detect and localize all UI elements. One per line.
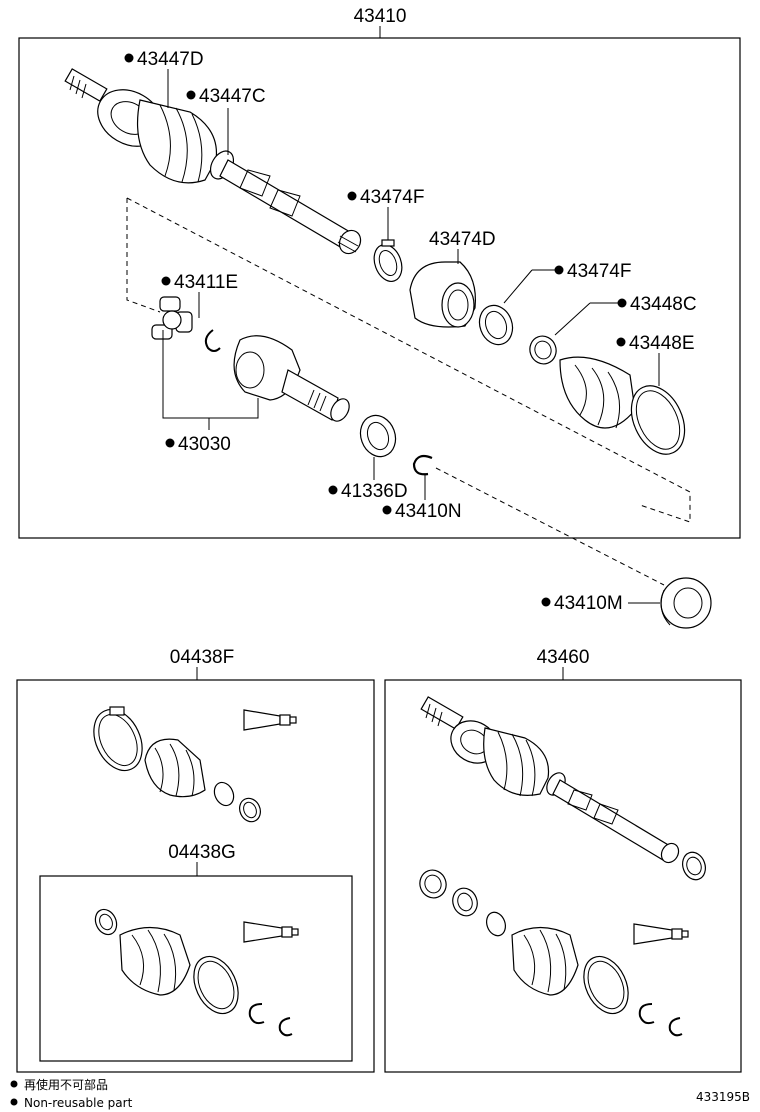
label-43474F-1: 43474F xyxy=(360,187,424,208)
clamp-43448C xyxy=(529,335,557,365)
legend: 再使用不可部品 Non-reusable part xyxy=(10,1077,133,1110)
snap-ring xyxy=(412,454,433,476)
label-41336D: 41336D xyxy=(341,481,408,502)
assembly-clamp-2 xyxy=(452,887,478,917)
inner-boot xyxy=(559,356,636,429)
kit-f-boot xyxy=(144,738,206,798)
label-43474F-2: 43474F xyxy=(567,261,631,282)
tripod-snap-ring xyxy=(204,329,221,352)
legend-english: Non-reusable part xyxy=(24,1096,133,1110)
label-04438F: 04438F xyxy=(170,647,234,668)
label-43447D: 43447D xyxy=(137,49,204,70)
assembly-large-clamp xyxy=(583,955,629,1015)
label-43448E: 43448E xyxy=(629,333,695,354)
boot-kit-f-frame xyxy=(16,679,375,1073)
kit-f-grease-tube xyxy=(243,709,281,731)
diagram-code: 433195B xyxy=(696,1090,750,1104)
label-43411E: 43411E xyxy=(174,272,238,293)
kit-f-small-clamp-2 xyxy=(239,797,261,823)
tripod xyxy=(151,296,193,340)
assembly-clamp-1 xyxy=(419,869,447,899)
label-43410: 43410 xyxy=(354,6,407,27)
assembly-clamp-3 xyxy=(485,911,507,937)
shaft-bar xyxy=(219,159,351,249)
legend-japanese: 再使用不可部品 xyxy=(24,1077,108,1092)
assembly-clamp-end xyxy=(682,851,706,881)
damper xyxy=(409,261,477,328)
label-43030: 43030 xyxy=(178,434,231,455)
kit-g-large-clamp xyxy=(193,955,239,1015)
label-04438G: 04438G xyxy=(168,842,236,863)
label-43460: 43460 xyxy=(537,647,590,668)
outer-joint-assembly-parts xyxy=(419,696,706,1037)
label-43410M: 43410M xyxy=(554,593,623,614)
label-43448C: 43448C xyxy=(630,294,697,315)
kit-g-grease-tube xyxy=(243,921,283,943)
clamp-43474F-2 xyxy=(478,304,514,346)
kit-f-small-clamp-1 xyxy=(213,781,235,807)
label-43447C: 43447C xyxy=(199,86,266,107)
seal xyxy=(359,414,397,458)
kit-f-large-clamp xyxy=(93,708,143,772)
boot-kit-g-parts xyxy=(94,908,299,1037)
assembly-grease-tube xyxy=(633,923,673,945)
inner-joint xyxy=(233,335,350,422)
label-43474D: 43474D xyxy=(429,229,496,250)
label-43410N: 43410N xyxy=(395,501,462,522)
boot-kit-f-parts xyxy=(93,706,297,823)
assembly-boot xyxy=(511,926,579,996)
dashed-assembly-outline xyxy=(126,197,691,523)
kit-g-snap-ring-2 xyxy=(278,1017,293,1037)
outer-stub-shaft xyxy=(64,68,108,102)
kit-g-snap-ring-1 xyxy=(248,1003,265,1025)
bearing xyxy=(660,577,712,629)
kit-g-boot xyxy=(119,926,191,996)
boot-kit-g-frame xyxy=(39,875,353,1062)
outer-boot xyxy=(136,99,218,184)
drive-shaft-assembly xyxy=(64,68,362,255)
clamp-43448E xyxy=(630,385,686,455)
kit-g-small-clamp xyxy=(94,908,118,936)
clamp-43474F-1 xyxy=(373,244,403,282)
